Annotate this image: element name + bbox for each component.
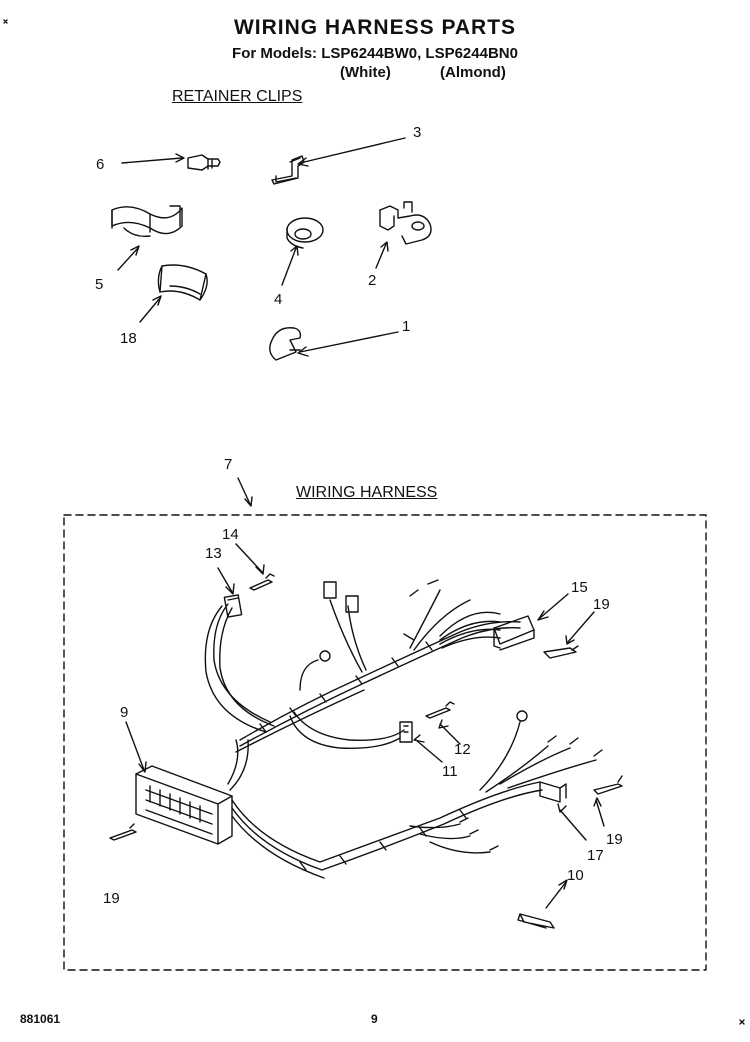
callout-3: 3 [413, 124, 422, 141]
wires-to-connector-11 [289, 711, 405, 749]
part-1-small-clip [269, 327, 302, 361]
callout-18: 18 [120, 330, 137, 347]
arrow-12 [438, 719, 449, 729]
leader-4 [281, 247, 297, 286]
leader-19b [595, 799, 605, 827]
callout-12: 12 [454, 741, 471, 758]
arrow-6 [175, 153, 185, 163]
page-title: WIRING HARNESS PARTS [233, 16, 517, 39]
wiring-harness-heading: WIRING HARNESS [296, 484, 438, 501]
arrow-4 [290, 245, 299, 256]
leader-18 [139, 297, 161, 323]
part-10-terminal [517, 913, 555, 929]
leader-11 [415, 739, 443, 763]
bundle-to-connector-15 [439, 611, 501, 649]
callout-17: 17 [587, 847, 604, 864]
part-11-connector [399, 721, 413, 743]
callout-1: 1 [402, 318, 411, 335]
harness-trunk-upper [235, 621, 521, 753]
leader-19a [567, 611, 595, 643]
part-6-push-pin [187, 154, 221, 171]
leader-7 [237, 477, 251, 505]
leader-2 [375, 243, 387, 269]
part-15-connector [493, 615, 535, 651]
arrow-10 [558, 879, 568, 890]
upper-small-connectors [299, 581, 367, 691]
arrow-17 [557, 803, 567, 813]
callout-15: 15 [571, 579, 588, 596]
callout-9: 9 [120, 704, 129, 721]
callout-4: 4 [274, 291, 283, 308]
arrow-19a [565, 635, 575, 645]
callout-13: 13 [205, 545, 222, 562]
part-14-terminal [249, 573, 275, 591]
part-19-terminal-upper-right [543, 645, 579, 659]
leader-15 [539, 593, 569, 619]
part-19-terminal-lower-left [109, 823, 137, 841]
leader-1 [299, 331, 399, 353]
arrow-13 [225, 583, 235, 595]
part-12-terminal [425, 701, 455, 719]
arrow-1 [297, 346, 309, 357]
corner-mark [3, 19, 8, 24]
callout-2: 2 [368, 272, 377, 289]
leader-5 [117, 247, 139, 271]
arrow-18 [152, 295, 162, 306]
lower-right-wires [409, 710, 603, 854]
leader-14 [235, 543, 263, 573]
arrow-15 [537, 610, 549, 621]
retainer-clips-heading: RETAINER CLIPS [172, 88, 303, 105]
callout-19-lower: 19 [103, 890, 120, 907]
part-13-connector [223, 594, 243, 618]
arrow-14 [255, 564, 265, 575]
leader-3 [299, 137, 406, 164]
arrow-19b [593, 797, 602, 807]
callout-7: 7 [224, 456, 233, 473]
part-17-connector [539, 781, 567, 803]
callout-6: 6 [96, 156, 105, 173]
arrow-9 [138, 761, 147, 773]
leader-9 [125, 721, 145, 771]
harness-trunk-lower [227, 739, 543, 879]
leader-17 [559, 809, 587, 841]
part-18-sleeve [157, 264, 208, 301]
callout-14: 14 [222, 526, 239, 543]
arrow-7 [244, 496, 253, 507]
leader-10 [545, 881, 567, 909]
arrow-3 [297, 157, 309, 167]
callout-10: 10 [567, 867, 584, 884]
part-19-terminal-right [593, 775, 623, 795]
part-4-ring-clip [286, 217, 324, 249]
callout-5: 5 [95, 276, 104, 293]
harness-enclosure [63, 514, 707, 971]
callout-11: 11 [442, 763, 458, 780]
part-2-wire-clip [379, 201, 432, 245]
part-5-cable-clip [111, 205, 183, 238]
corner-mark-bottom [739, 1019, 745, 1025]
variant-white-label: (White) [340, 64, 391, 81]
models-line: For Models: LSP6244BW0, LSP6244BN0 [232, 45, 518, 62]
part-9-main-connector [135, 765, 233, 845]
wires-to-connector-13 [204, 603, 275, 733]
variant-almond-label: (Almond) [440, 64, 506, 81]
doc-number: 881061 [20, 1012, 61, 1026]
page-number: 9 [371, 1012, 378, 1026]
upper-right-wires [403, 579, 471, 651]
callout-19-upper: 19 [593, 596, 610, 613]
arrow-5 [130, 245, 140, 256]
part-3-bracket-clip [271, 155, 305, 185]
arrow-2 [380, 241, 389, 252]
leader-6 [121, 157, 183, 164]
arrow-11 [413, 734, 425, 743]
leader-13 [217, 567, 233, 593]
callout-19-right: 19 [606, 831, 623, 848]
